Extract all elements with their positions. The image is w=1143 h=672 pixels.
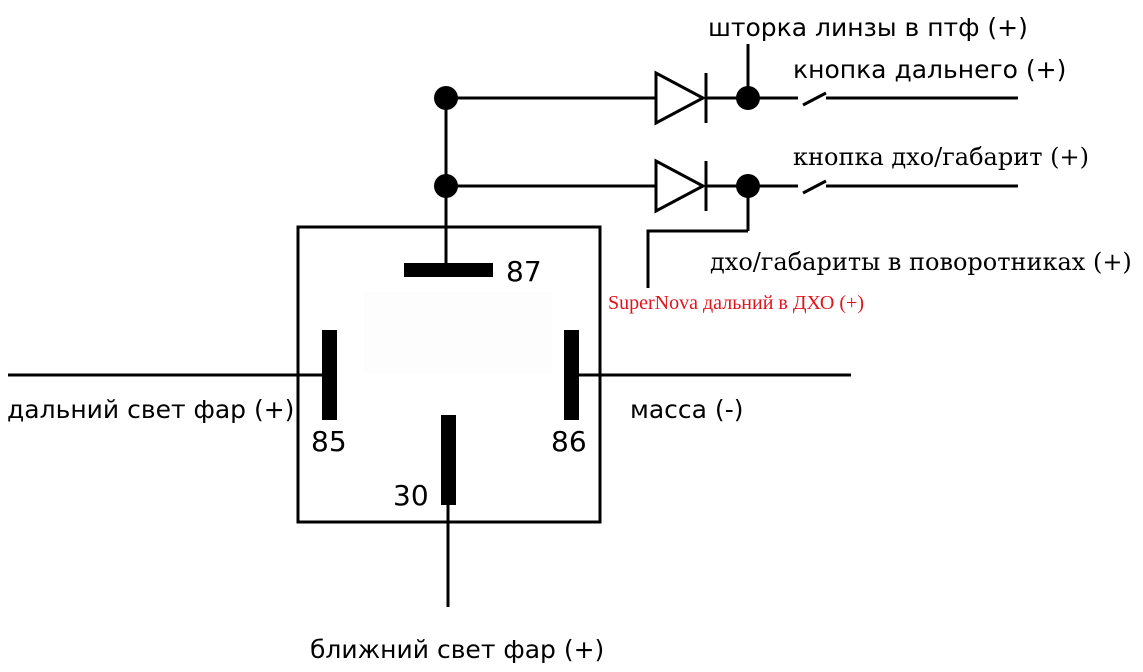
label-high-beam-button: кнопка дальнего (+) (793, 55, 1066, 84)
diode-lower-icon (654, 158, 707, 214)
pin-85-label: 85 (311, 425, 347, 458)
label-high-beam: дальний свет фар (+) (7, 395, 294, 424)
pin-87-label: 87 (506, 255, 542, 288)
switch-high-beam-icon (802, 91, 827, 107)
diode-upper-icon (654, 70, 707, 126)
label-ptf-shutter: шторка линзы в птф (+) (708, 13, 1028, 42)
label-ground: масса (-) (630, 395, 743, 424)
label-supernova: SuperNova дальний в ДХО (+) (608, 292, 864, 314)
pin-86-label: 86 (551, 425, 587, 458)
pin-85-bar (322, 330, 337, 420)
switch-drl-icon (802, 179, 827, 195)
label-low-beam: ближний свет фар (+) (310, 635, 604, 664)
relay-inner-highlight (364, 292, 552, 374)
pin-30-label: 30 (393, 479, 429, 512)
label-drl-in-turn-signals: дхо/габариты в поворотниках (+) (710, 248, 1132, 276)
pin-87-bar (404, 263, 493, 277)
wire-supernova (646, 229, 748, 288)
pin-86-bar (564, 330, 579, 420)
label-drl-button: кнопка дхо/габарит (+) (793, 143, 1089, 171)
pin-30-bar (441, 415, 456, 505)
